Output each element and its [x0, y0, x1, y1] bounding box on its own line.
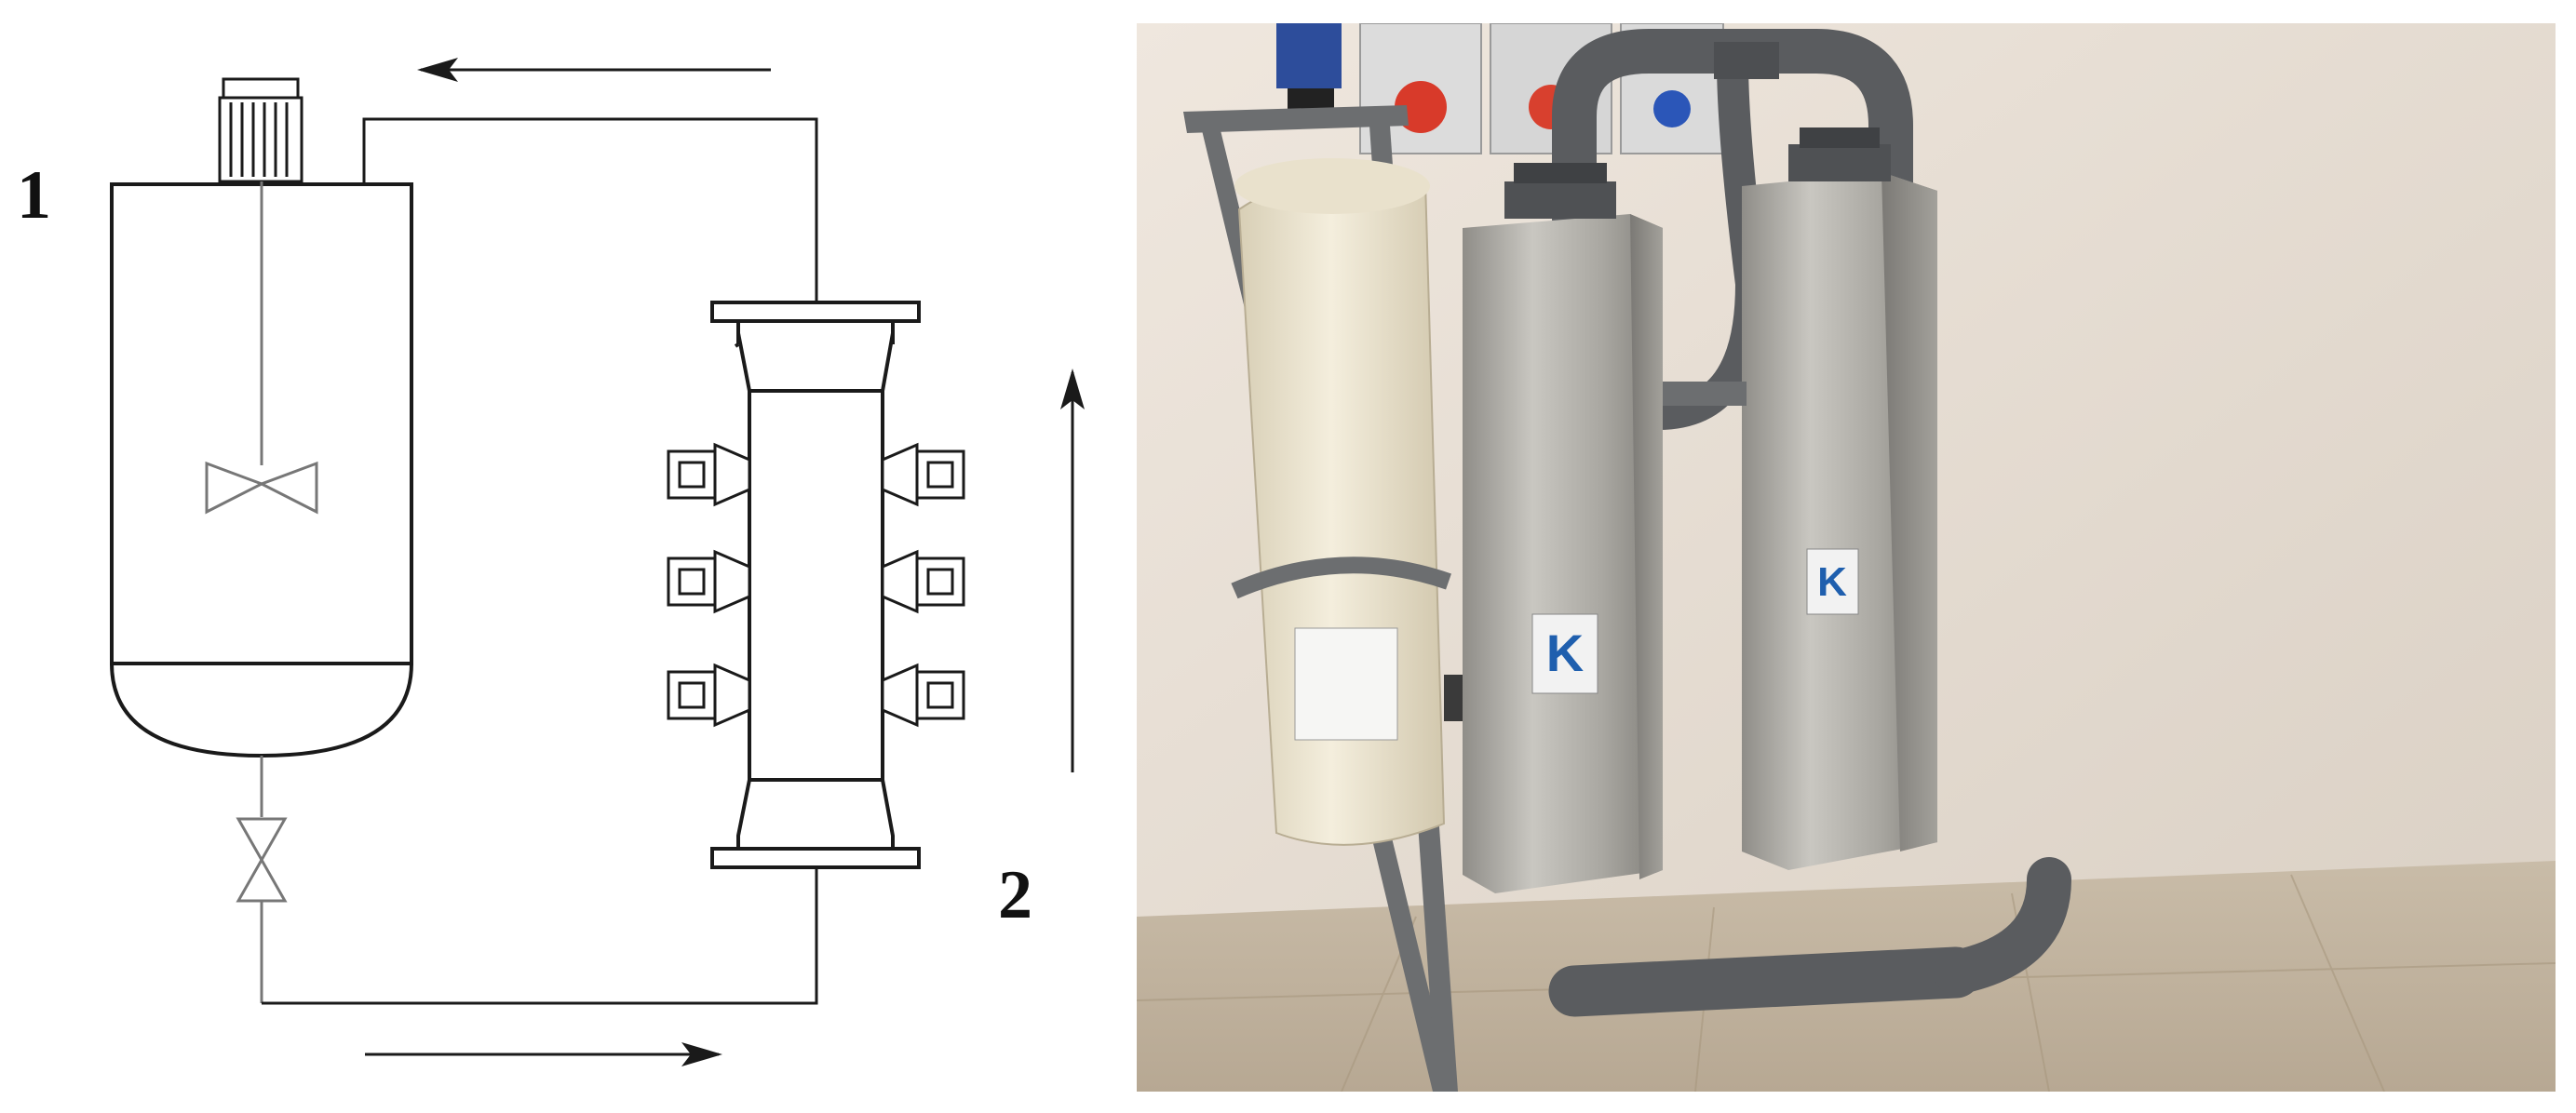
white-tank — [1231, 158, 1490, 846]
transducer-left-icons — [667, 442, 751, 728]
tank-label: 1 — [17, 157, 51, 234]
reactor-box-left: K — [1463, 163, 1663, 893]
logo-left: K — [1546, 624, 1584, 682]
valve-icon — [236, 756, 288, 1003]
process-schematic — [110, 58, 1085, 1066]
reactor-label: 2 — [998, 857, 1032, 933]
piping-loop — [262, 117, 818, 1005]
agitator-icon — [205, 181, 318, 515]
pump-motor-icon — [1276, 23, 1342, 112]
reactor-vessel — [710, 301, 921, 869]
motor-icon — [218, 77, 303, 183]
logo-right: K — [1817, 559, 1847, 605]
reactor-box-right: K — [1742, 127, 1937, 870]
transducer-right-icons — [881, 442, 965, 728]
equipment-photo: K K — [1137, 23, 2556, 1092]
crossbar — [1663, 382, 1747, 406]
